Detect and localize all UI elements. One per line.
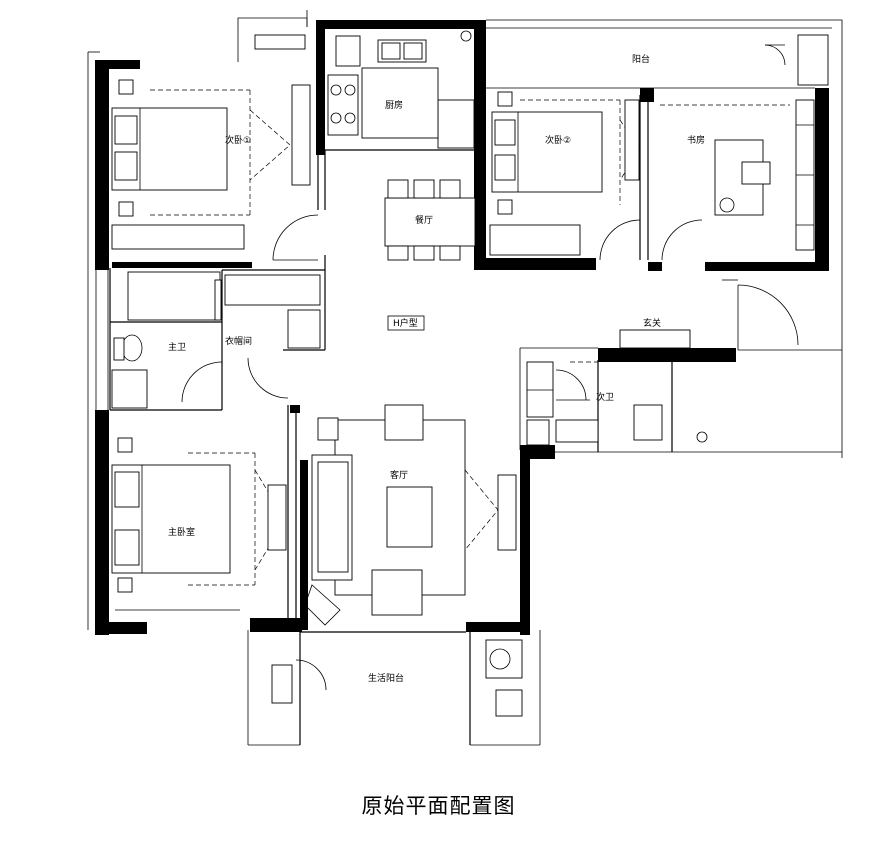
study-furniture: [660, 99, 815, 261]
master-bedroom-furniture: [111, 437, 287, 611]
room-labels: 厨房 阳台 次卧① 次卧② 书房 餐厅 H户型 玄关 主卫 衣帽间 次卫 客厅 …: [168, 53, 705, 684]
plan-title: 原始平面配置图: [361, 794, 516, 818]
label-unit-type: H户型: [393, 317, 418, 329]
label-kitchen: 厨房: [385, 99, 403, 111]
label-master-bedroom: 主卧室: [168, 526, 195, 538]
entrance-secondbath-fixtures: [526, 284, 799, 446]
bedroom2-furniture: [489, 91, 641, 261]
label-living: 客厅: [390, 469, 408, 481]
bath-cloak-fixtures: [111, 271, 321, 409]
structural-walls: [95, 20, 829, 635]
label-utility-balcony: 生活阳台: [368, 672, 404, 684]
unit-type-box: [387, 315, 425, 331]
dining-table: [384, 179, 476, 261]
label-second-bath: 次卫: [596, 391, 614, 403]
label-bedroom1: 次卧①: [225, 134, 251, 146]
label-cloakroom: 衣帽间: [225, 335, 252, 347]
kitchen-fixtures: [327, 30, 475, 149]
label-balcony: 阳台: [632, 53, 650, 65]
bedroom1-furniture: [111, 79, 319, 261]
top-balcony: [254, 34, 829, 86]
partitions: [109, 95, 673, 745]
living-furniture: [304, 404, 517, 626]
label-study: 书房: [687, 134, 705, 146]
label-master-bath: 主卫: [168, 341, 186, 353]
utility-balcony-fixtures: [271, 639, 523, 717]
label-entrance: 玄关: [643, 317, 661, 329]
label-dining: 餐厅: [415, 214, 433, 226]
label-bedroom2: 次卧②: [545, 134, 571, 146]
